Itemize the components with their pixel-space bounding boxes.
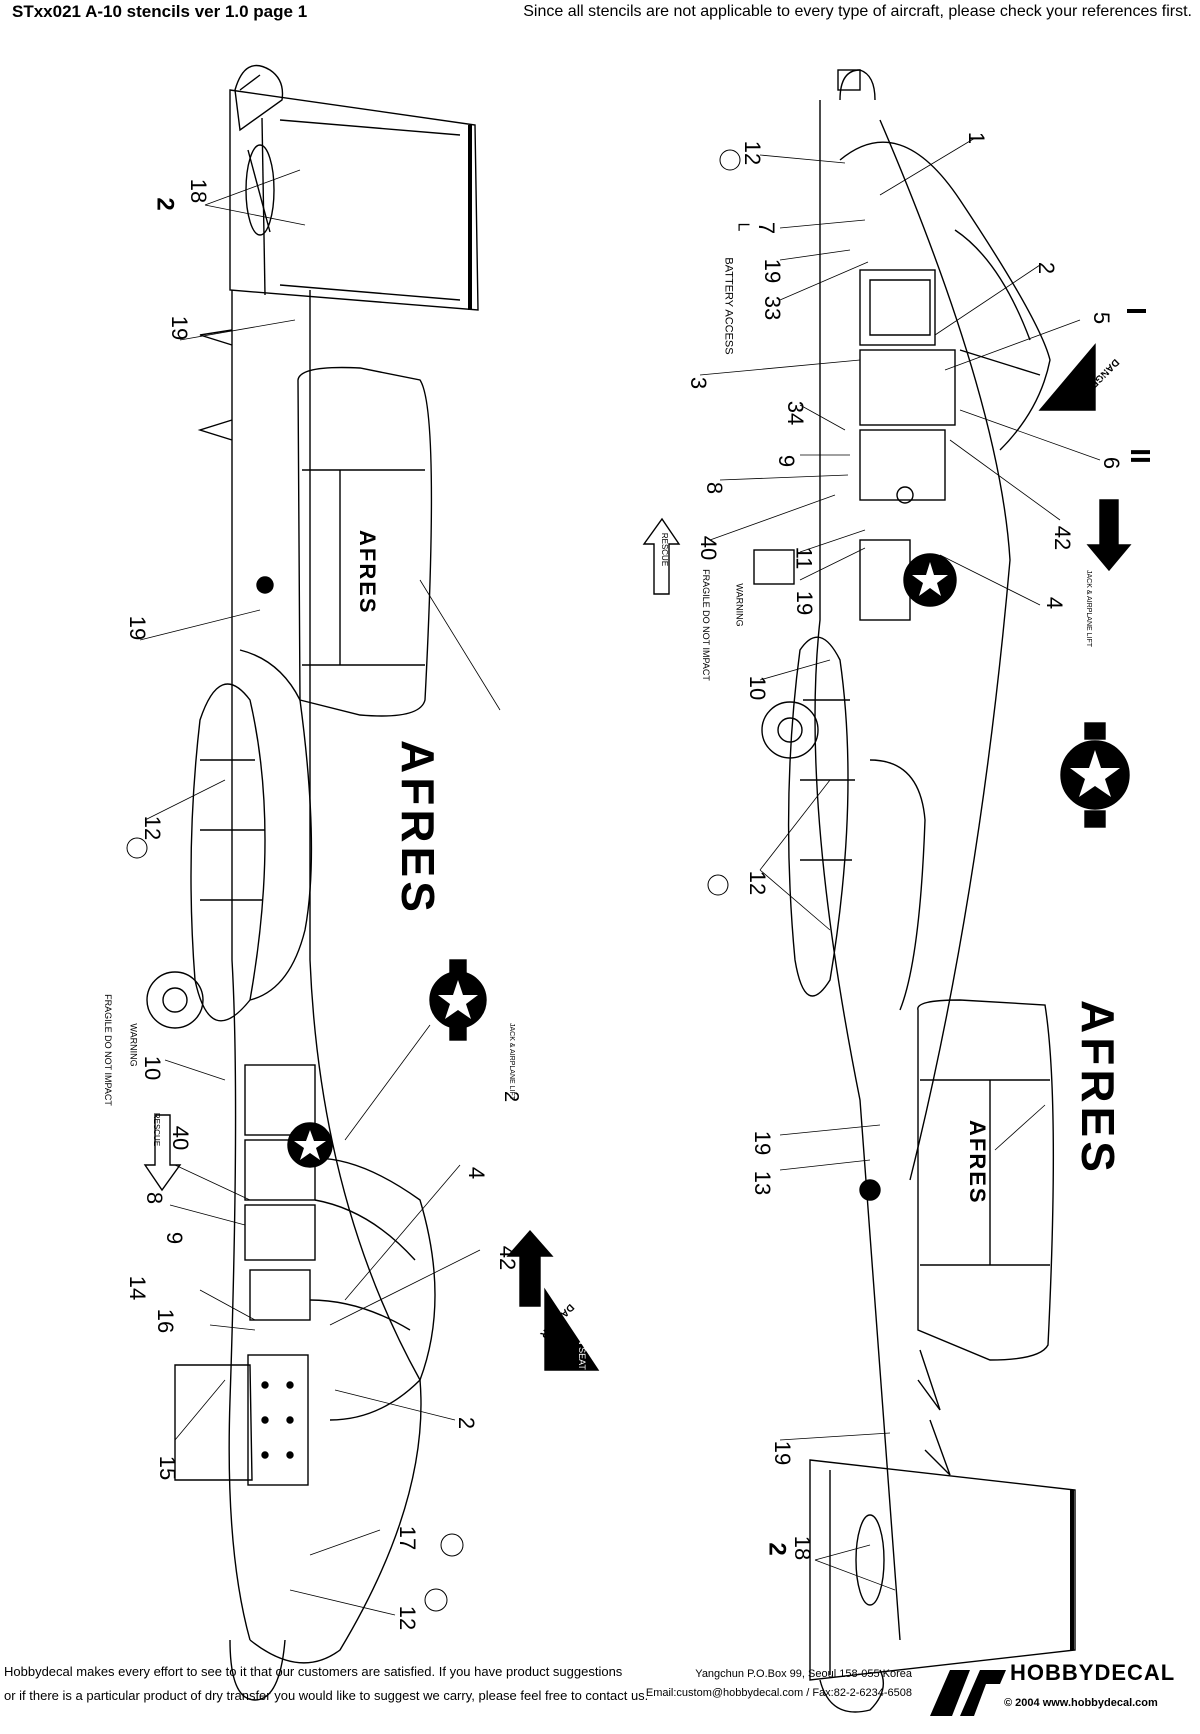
callout-5-right: 5 [1089, 311, 1115, 325]
callout-2-large-left: 2 [151, 197, 179, 211]
footer-contact-note: Hobbydecal makes every effort to see to … [4, 1660, 648, 1708]
callout-2-left: 2 [454, 1416, 480, 1430]
battery-label-right: BATTERY ACCESS [722, 257, 735, 355]
right-aircraft-outline [761, 69, 1130, 1713]
callout-42-right: 42 [1050, 525, 1076, 551]
callout-7-right: 7 [754, 221, 780, 235]
callout-4-right: 4 [1042, 596, 1068, 610]
callout-13-right: 13 [750, 1170, 776, 1196]
sheet-title: STxx021 A-10 stencils ver 1.0 page 1 [12, 2, 308, 21]
callout-8-left: 8 [142, 1191, 168, 1205]
callout-19d-right: 19 [770, 1440, 796, 1466]
callout-19a-right: 19 [760, 258, 786, 284]
callout-1-right: 1 [964, 131, 990, 145]
warning-label-left: WARNING [128, 1023, 139, 1067]
left-rescue-arrow-solid [506, 1229, 554, 1307]
callout-19c-right: 19 [750, 1130, 776, 1156]
right-rescue-arrow-solid [1086, 499, 1132, 572]
callout-12a-right: 12 [740, 140, 766, 166]
callout-17-left: 17 [395, 1525, 421, 1551]
callout-10-right: 10 [745, 675, 771, 701]
fragile-label-left: FRAGILE DO NOT IMPACT [102, 994, 113, 1106]
afres-decal-left: AFRES [392, 740, 444, 916]
callout-8-right: 8 [702, 481, 728, 495]
two-mark-left: 2 [500, 1090, 523, 1103]
callout-12b-right: 12 [745, 870, 771, 896]
jack-label-left: JACK & AIRPLANE LIFT [508, 1022, 516, 1101]
brand-name: HOBBYDECAL [1010, 1660, 1176, 1685]
roman-one-right: I [1120, 307, 1152, 315]
afres-panel-right: AFRES [965, 1120, 990, 1205]
callout-19b-left: 19 [125, 615, 151, 641]
callout-18-left: 18 [186, 178, 212, 204]
warning-label-right: WARNING [734, 583, 745, 627]
callout-12a-left: 12 [140, 815, 166, 841]
right-leader-lines [699, 137, 1101, 1591]
callout-2-right: 2 [1034, 261, 1060, 275]
callout-40-right: 40 [696, 535, 722, 561]
rescue-label-right: RESCUE [660, 532, 670, 567]
left-rescue-arrow-outline [143, 1114, 182, 1192]
two-mark-right: 2 [763, 1542, 791, 1556]
right-rescue-arrow-outline [642, 517, 681, 595]
ejection-label-right: EJECTION SEAT [1097, 350, 1108, 420]
footer-line-1: Hobbydecal makes every effort to see to … [4, 1664, 623, 1679]
round-stencil-markers [126, 149, 741, 1612]
callout-34-right: 34 [783, 400, 809, 426]
callout-3-right: 3 [686, 376, 712, 390]
right-danger-triangle [1038, 343, 1096, 411]
callout-40-left: 40 [168, 1125, 194, 1151]
callout-11-right: 11 [791, 546, 817, 570]
callout-9-right: 9 [774, 454, 800, 468]
footer-address: Yangchun P.O.Box 99, Seoul 158-055 Korea… [622, 1665, 912, 1703]
callout-19b-right: 19 [792, 590, 818, 616]
footer-email-line: Email:custom@hobbydecal.com / Fax:82-2-6… [645, 1687, 912, 1699]
callout-7-mark-right: L [734, 222, 752, 232]
callout-19a-left: 19 [167, 315, 193, 341]
hobbydecal-logo-icon [930, 1670, 1006, 1716]
right-small-box-decal [753, 549, 795, 585]
footer-address-line: Yangchun P.O.Box 99, Seoul 158-055 Korea [695, 1668, 912, 1680]
left-aircraft-outline [146, 64, 487, 1701]
brand-copyright: © 2004 www.hobbydecal.com [1004, 1697, 1158, 1709]
callout-12b-left: 12 [395, 1605, 421, 1631]
left-leader-lines [139, 169, 501, 1616]
callout-14-left: 14 [125, 1275, 151, 1301]
afres-panel-left: AFRES [355, 530, 380, 615]
callout-9-left: 9 [162, 1231, 188, 1245]
callout-42-left: 42 [495, 1245, 521, 1271]
rescue-label-left: RESCUE [152, 1112, 162, 1147]
callout-6-right: 6 [1099, 456, 1125, 470]
callout-16-left: 16 [153, 1308, 179, 1334]
callout-4-left: 4 [464, 1166, 490, 1180]
afres-decal-right: AFRES [1072, 1000, 1124, 1176]
jack-label-right: JACK & AIRPLANE LIFT [1085, 569, 1093, 648]
left-danger-triangle [544, 1287, 600, 1371]
callout-10-left: 10 [140, 1055, 166, 1081]
reference-notice: Since all stencils are not applicable to… [523, 3, 1192, 20]
callout-33-right: 33 [760, 295, 786, 321]
ejection-label-left: EJECTION SEAT [576, 1300, 587, 1370]
callout-15-left: 15 [155, 1455, 181, 1481]
fragile-label-right: FRAGILE DO NOT IMPACT [700, 569, 711, 681]
callout-18-right: 18 [790, 1535, 816, 1561]
footer-line-2: or if there is a particular product of d… [4, 1688, 649, 1703]
roman-two-right: II [1124, 448, 1156, 464]
